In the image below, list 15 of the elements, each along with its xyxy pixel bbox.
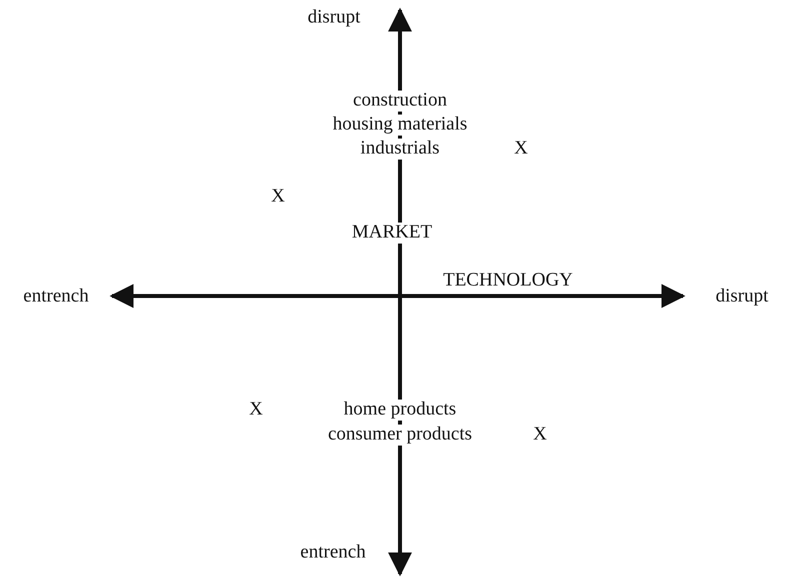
sector-label: industrials — [358, 138, 442, 160]
sector-label: construction — [351, 90, 449, 112]
quadrant-marker: X — [514, 138, 528, 160]
axis-end-label: entrench — [300, 542, 366, 564]
quadrant-marker: X — [249, 400, 263, 420]
axis-title: TECHNOLOGY — [443, 270, 573, 292]
sector-label: home products — [342, 400, 458, 420]
axis-end-label: entrench — [23, 286, 89, 308]
quadrant-marker: X — [533, 424, 547, 446]
sector-label: housing materials — [330, 114, 470, 136]
axis-end-label: disrupt — [308, 8, 360, 28]
axis-end-label: disrupt — [716, 286, 768, 308]
sector-label: consumer products — [326, 424, 474, 446]
quadrant-marker: X — [271, 186, 285, 208]
axis-title: MARKET — [350, 222, 434, 244]
